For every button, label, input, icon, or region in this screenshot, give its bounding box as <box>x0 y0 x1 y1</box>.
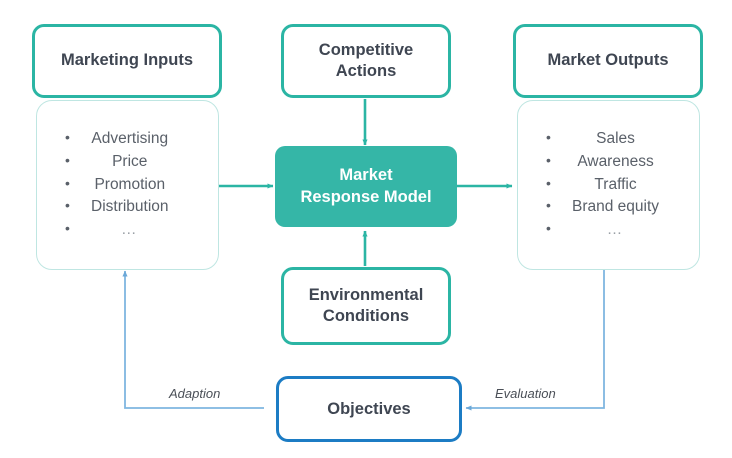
list-item: … <box>63 218 169 242</box>
market-outputs-title: Market Outputs <box>547 51 669 70</box>
objectives-box[interactable]: Objectives <box>276 376 462 442</box>
objectives-title: Objectives <box>327 399 411 418</box>
marketing-inputs-title: Marketing Inputs <box>60 51 193 70</box>
list-item: Brand equity <box>544 195 659 219</box>
market-response-model-line2: Response Model <box>300 187 432 206</box>
competitive-actions-title-line1: Competitive <box>318 40 414 59</box>
list-item: … <box>544 218 659 242</box>
marketing-inputs-header-box[interactable]: Marketing Inputs <box>32 24 222 98</box>
market-outputs-header-box[interactable]: Market Outputs <box>513 24 703 98</box>
environmental-conditions-line2: Conditions <box>322 307 410 325</box>
market-outputs-list-box: Sales Awareness Traffic Brand equity … <box>517 100 700 270</box>
competitive-actions-title-line2: Actions <box>335 62 397 80</box>
marketing-inputs-list-box: Advertising Price Promotion Distribution… <box>36 100 219 270</box>
list-item: Price <box>63 150 169 174</box>
market-outputs-list: Sales Awareness Traffic Brand equity … <box>518 127 659 242</box>
list-item: Advertising <box>63 127 169 151</box>
environmental-conditions-box[interactable]: Environmental Conditions <box>281 267 451 345</box>
environmental-conditions-line1: Environmental <box>308 285 424 304</box>
edge-label-evaluation: Evaluation <box>495 386 556 401</box>
market-response-model-box[interactable]: Market Response Model <box>275 146 457 227</box>
market-response-model-line1: Market <box>339 166 393 185</box>
list-item: Distribution <box>63 195 169 219</box>
competitive-actions-box[interactable]: Competitive Actions <box>281 24 451 98</box>
edge-label-adaption: Adaption <box>169 386 221 401</box>
marketing-inputs-list: Advertising Price Promotion Distribution… <box>37 127 169 242</box>
list-item: Traffic <box>544 173 659 197</box>
list-item: Promotion <box>63 173 169 197</box>
list-item: Awareness <box>544 150 659 174</box>
list-item: Sales <box>544 127 659 151</box>
